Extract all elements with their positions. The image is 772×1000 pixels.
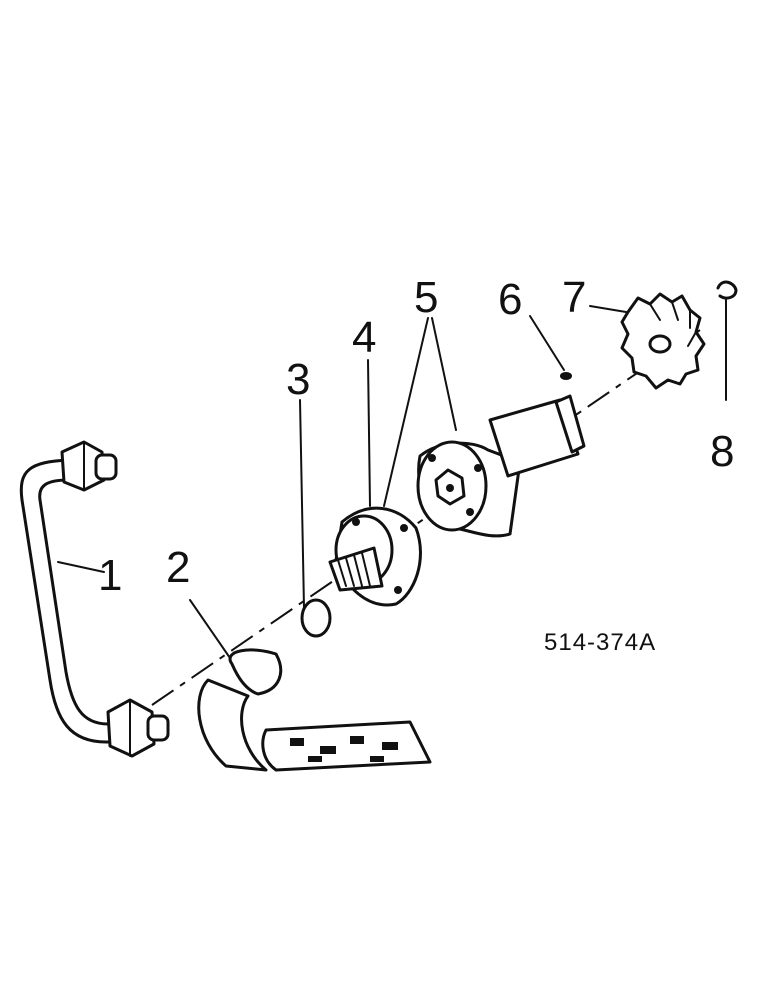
callout-7: 7 (562, 273, 586, 322)
callout-2: 2 (166, 543, 190, 592)
part-1-oil-tube (19, 440, 170, 758)
part-5-pump-body (416, 394, 586, 538)
part-4-pump-cover (328, 506, 422, 607)
assembly-axis-line (151, 329, 701, 706)
callout-3: 3 (286, 355, 310, 404)
callout-4: 4 (352, 313, 376, 362)
callout-6: 6 (498, 275, 522, 324)
callout-8: 8 (710, 427, 734, 476)
callout-5: 5 (414, 273, 438, 322)
part-2-suction-pipe-with-screen (197, 648, 432, 772)
part-8-snap-ring (716, 280, 738, 300)
part-3-o-ring (300, 598, 332, 638)
upper-fitting-nut (60, 440, 118, 492)
part-7-drive-gear (620, 292, 706, 390)
callout-1: 1 (98, 551, 122, 600)
lower-fitting-nut (106, 698, 170, 758)
figure-code: 514-374A (544, 629, 656, 656)
part-6-key (560, 372, 572, 380)
callout-leaders (57, 299, 727, 659)
